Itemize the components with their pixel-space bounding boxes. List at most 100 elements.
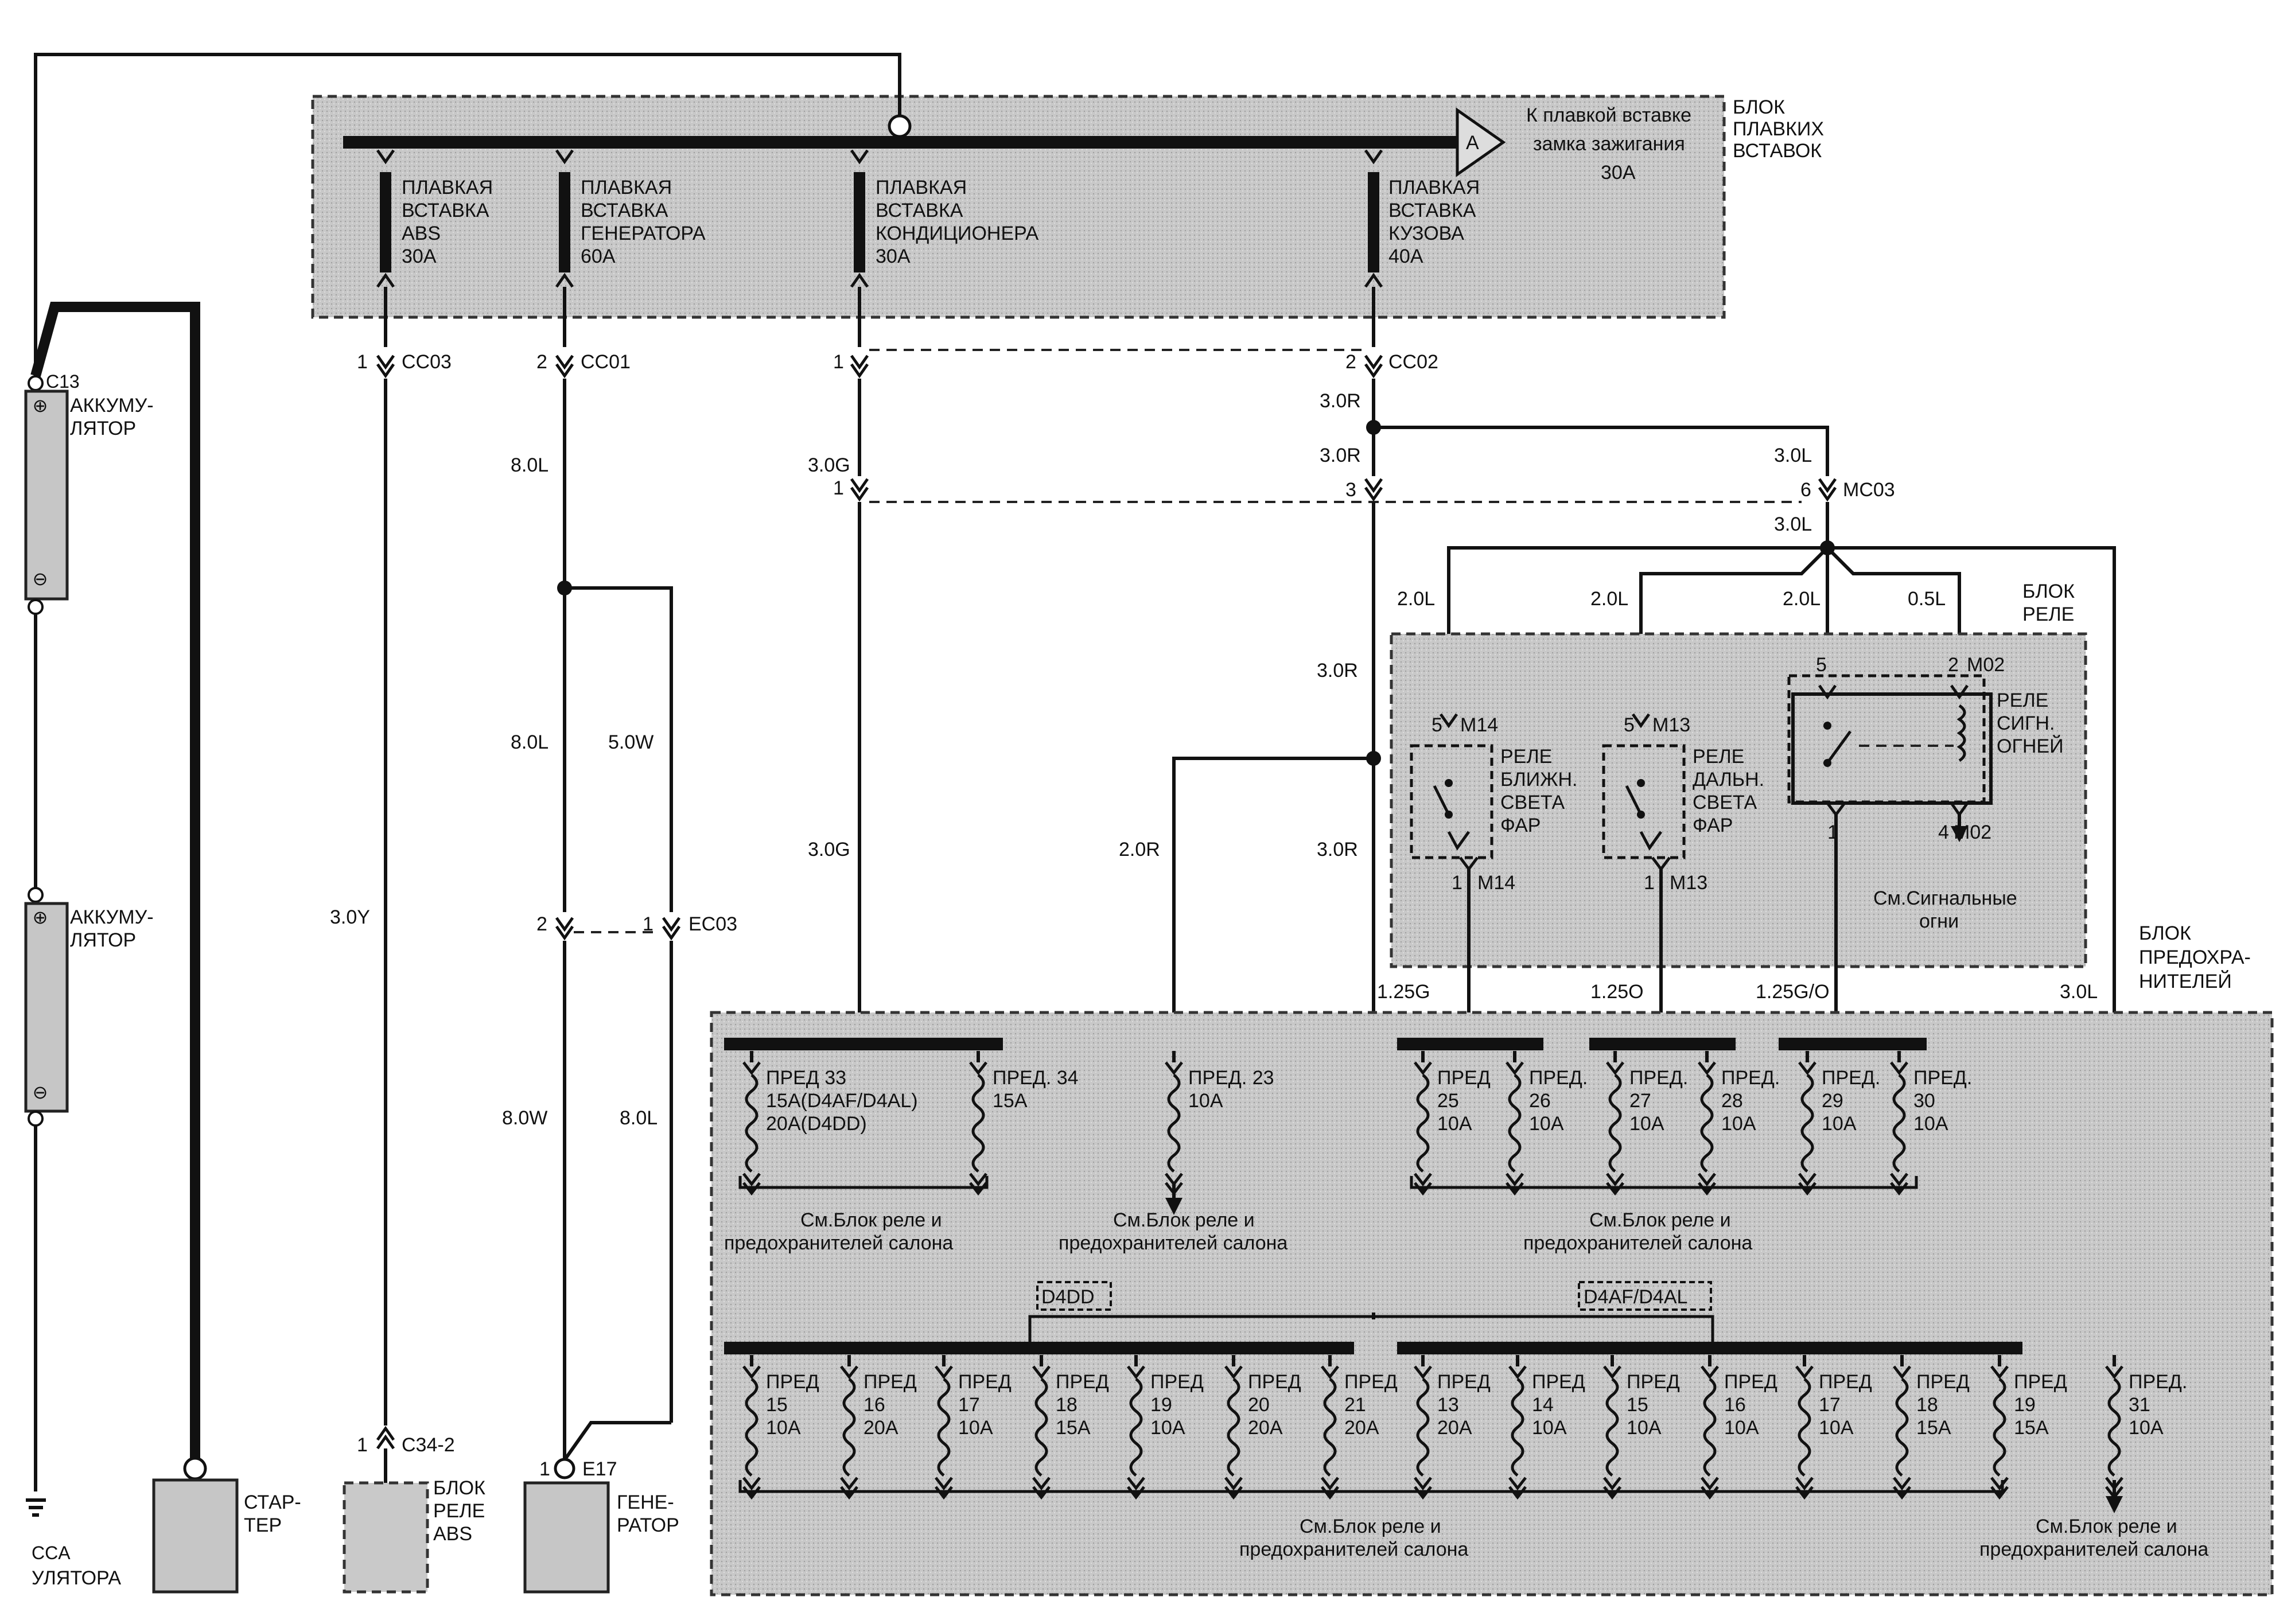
bottom-fuse-14-label-1: 31 — [2129, 1394, 2150, 1416]
link-abs-l2: ВСТАВКА — [402, 200, 489, 221]
signal-note-1: См.Сигнальные — [1873, 887, 2017, 909]
bottom-fuse-6-label-0: ПРЕД — [1344, 1371, 1398, 1393]
bottom-fuse-5-label-2: 20A — [1248, 1417, 1283, 1439]
battery-section: ⊕ ⊖ C13 АККУМУ- ЛЯТОР ⊕ ⊖ АККУМУ- ЛЯТОР … — [24, 302, 301, 1594]
svg-text:⊖: ⊖ — [33, 1082, 48, 1103]
battery-1-label-1: АККУМУ- — [70, 395, 154, 416]
c13-label: C13 — [46, 371, 80, 392]
svg-text:⊕: ⊕ — [33, 907, 48, 928]
bottom-fuse-10-label-0: ПРЕД — [1724, 1371, 1777, 1393]
see-note-4-l2: предохранителей салона — [1239, 1539, 1468, 1560]
bottom-fuse-12-label-1: 18 — [1916, 1394, 1938, 1416]
see-note-3-l2: предохранителей салона — [1523, 1232, 1752, 1254]
relay-box: БЛОК РЕЛЕ 5 M14 РЕЛЕ БЛИЖН. СВЕТА ФАР 1 … — [1390, 581, 2087, 1012]
top-fuse-4-label-2: 10A — [1529, 1113, 1564, 1135]
starter-label-2: ТЕР — [244, 1514, 282, 1536]
cc02-label: CC02 — [1388, 351, 1438, 373]
fuse-icon — [937, 1378, 951, 1477]
fuse-icon — [1892, 1074, 1906, 1173]
link-ac-l2: ВСТАВКА — [876, 200, 963, 221]
wire-2-0l-b: 2.0L — [1590, 588, 1628, 610]
m02-top-label: M02 — [1967, 654, 2005, 676]
bottom-fuse-3-label-0: ПРЕД — [1056, 1371, 1109, 1393]
link-gen-l4: 60A — [581, 246, 616, 267]
m02-bot-right-pin: 4 — [1938, 821, 1949, 843]
starter-label-1: СТАР- — [244, 1491, 301, 1513]
bottom-fuse-9-label-1: 15 — [1627, 1394, 1648, 1416]
main-fusebox-title-3: НИТЕЛЕЙ — [2139, 971, 2232, 992]
top-fuse-3-label-0: ПРЕД — [1437, 1067, 1491, 1089]
link-abs-l1: ПЛАВКАЯ — [402, 177, 493, 198]
battery-2 — [24, 902, 69, 1113]
bottom-fuse-13-label-1: 19 — [2014, 1394, 2036, 1416]
wire-2-0l-a: 2.0L — [1397, 588, 1435, 610]
relay-high-beam: 5 M13 РЕЛЕ ДАЛЬН. СВЕТА ФАР 1 M13 — [1602, 713, 1764, 1012]
fuse-icon — [1034, 1378, 1048, 1477]
wire-8-0l-c: 8.0L — [620, 1107, 658, 1129]
bottom-fuse-0-label-1: 15 — [766, 1394, 788, 1416]
generator-box — [523, 1481, 610, 1594]
fuse-icon — [1605, 1378, 1619, 1477]
wire-3-0l-c: 3.0L — [2060, 981, 2098, 1003]
fusible-link-ac: ПЛАВКАЯ ВСТАВКА КОНДИЦИОНЕРА 30A — [850, 149, 1039, 288]
wire-3-0r-a: 3.0R — [1320, 390, 1361, 412]
wire-8-0w: 8.0W — [502, 1107, 547, 1129]
top-fuse-4-label-1: 26 — [1529, 1090, 1551, 1112]
wire-1-25g: 1.25G — [1377, 981, 1430, 1003]
bottom-fuse-3-label-1: 18 — [1056, 1394, 1078, 1416]
arrow-down-icon — [1951, 826, 1968, 842]
fusible-link-box: A К плавкой вставке замка зажигания 30A … — [311, 95, 1824, 319]
bottom-fuse-7-label-1: 13 — [1437, 1394, 1459, 1416]
wire-1-25go: 1.25G/O — [1756, 981, 1830, 1003]
relay-box-title-1: БЛОК — [2022, 581, 2075, 602]
c34-pin: 1 — [357, 1434, 368, 1456]
e17-label: E17 — [582, 1458, 617, 1480]
m13-l4: ФАР — [1693, 815, 1733, 836]
fuse-icon — [971, 1074, 985, 1173]
bottom-fuse-12-label-2: 15A — [1916, 1417, 1951, 1439]
wire-1-25o: 1.25O — [1590, 981, 1644, 1003]
fuse-icon — [2107, 1378, 2121, 1477]
m14-bot-pin: 1 — [1452, 872, 1462, 894]
relay-coil-icon — [1956, 704, 1966, 762]
top-fuse-3-label-1: 25 — [1437, 1090, 1459, 1112]
variant-d4dd: D4DD — [1041, 1286, 1095, 1308]
bottom-fuse-9-label-0: ПРЕД — [1627, 1371, 1680, 1393]
fuse-box-title-1: БЛОК — [1733, 96, 1785, 118]
main-fusebox-title-2: ПРЕДОХРА- — [2139, 947, 2251, 968]
m14-l2: БЛИЖН. — [1500, 769, 1577, 790]
bottom-fuse-8-label-0: ПРЕД — [1532, 1371, 1585, 1393]
ground-icon — [26, 1498, 46, 1517]
m02-top-left-pin: 5 — [1816, 654, 1827, 676]
bottom-fuse-11-label-1: 17 — [1819, 1394, 1841, 1416]
link-ac-l4: 30A — [876, 246, 911, 267]
ignition-note-line3: 30A — [1601, 162, 1636, 184]
fuse-icon — [1703, 1378, 1717, 1477]
starter-box — [152, 1478, 239, 1594]
fuse-icon — [1167, 1074, 1181, 1173]
mid-right-pin: 3 — [1345, 479, 1356, 501]
bottom-fuse-5-label-1: 20 — [1248, 1394, 1270, 1416]
m13-l3: СВЕТА — [1693, 792, 1757, 813]
see-note-2-l2: предохранителей салона — [1059, 1232, 1287, 1254]
see-note-3-l1: См.Блок реле и — [1589, 1209, 1731, 1231]
m13-l2: ДАЛЬН. — [1693, 769, 1764, 790]
abs-box-l1: БЛОК — [433, 1477, 485, 1499]
bottom-fuse-10-label-1: 16 — [1724, 1394, 1746, 1416]
top-fuse-3-label-2: 10A — [1437, 1113, 1472, 1135]
ignition-note-line2: замка зажигания — [1533, 133, 1685, 155]
wire-3-0l-b: 3.0L — [1774, 513, 1812, 535]
link-ac-l1: ПЛАВКАЯ — [876, 177, 967, 198]
wire-3-0r-b: 3.0R — [1320, 445, 1361, 466]
top-fuse-7-label-0: ПРЕД. — [1822, 1067, 1880, 1089]
main-fusebox-title-1: БЛОК — [2139, 922, 2191, 944]
